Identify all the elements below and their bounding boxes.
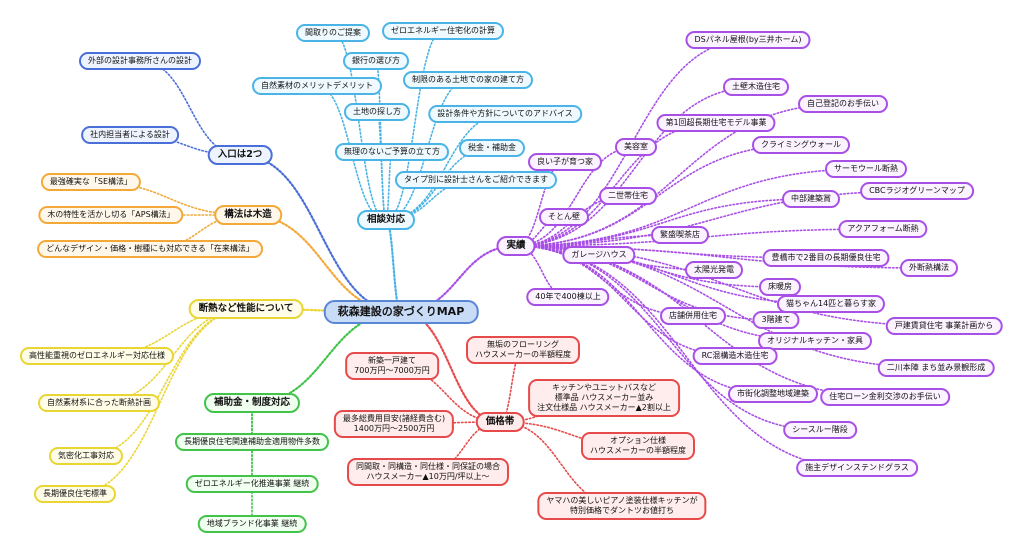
connector-line — [515, 144, 802, 247]
consult-item[interactable]: 設計条件や方針についてのアドバイス — [428, 105, 582, 123]
price-item[interactable]: オプション仕様ハウスメーカーの半額程度 — [581, 432, 695, 460]
branch-price[interactable]: 価格帯 — [475, 412, 525, 432]
connector-line — [515, 245, 777, 321]
subsidy-item[interactable]: 長期優良住宅関連補助金適用物件多数 — [175, 433, 329, 451]
subsidy-item[interactable]: 地域ブランド化事業 継続 — [197, 515, 307, 533]
connector-line — [385, 113, 506, 221]
result-item[interactable]: 3階建て — [752, 311, 800, 329]
result-item[interactable]: 繁盛喫茶店 — [651, 226, 709, 244]
result-item[interactable]: 市街化調整地域建築 — [728, 385, 818, 403]
branch-results[interactable]: 実績 — [496, 236, 536, 256]
consult-item[interactable]: 税金・補助金 — [459, 139, 525, 157]
result-item[interactable]: CBCラジオグリーンマップ — [860, 182, 974, 200]
branch-subsidy[interactable]: 補助金・制度対応 — [203, 393, 301, 413]
consult-item[interactable]: 制限のある土地での家の建て方 — [403, 71, 533, 89]
consult-item[interactable]: 自然素材のメリットデメリット — [252, 77, 382, 95]
performance-item[interactable]: 長期優良住宅標準 — [34, 485, 116, 503]
result-item[interactable]: DSパネル屋根(by三井ホーム) — [685, 31, 811, 49]
result-item[interactable]: そとん壁 — [539, 208, 589, 226]
consult-item[interactable]: 間取りのご提案 — [296, 24, 370, 42]
price-item[interactable]: キッチンやユニットバスなど標準品 ハウスメーカー並み注文仕様品 ハウスメーカー▲… — [528, 379, 680, 417]
price-item[interactable]: 無垢のフローリングハウスメーカーの半額程度 — [466, 336, 580, 364]
connector-line — [376, 111, 387, 221]
price-item[interactable]: 最多総費用目安(諸経費含む)1400万円〜2500万円 — [333, 410, 455, 438]
center-node[interactable]: 萩森建設の家づくりMAP — [323, 300, 479, 324]
result-item[interactable]: 土壁木造住宅 — [723, 78, 789, 96]
price-item[interactable]: 同間取・同構造・同仕様・同保証の場合ハウスメーカー▲10万円/坪以上〜 — [347, 458, 509, 486]
result-item[interactable]: 外断熱構法 — [900, 259, 958, 277]
result-item[interactable]: 美容室 — [615, 138, 657, 156]
connector-line — [515, 228, 884, 247]
result-item[interactable]: サーモウール断熱 — [825, 160, 907, 178]
result-item[interactable]: シースルー階段 — [783, 421, 857, 439]
result-item[interactable]: 40年で400棟以上 — [526, 288, 610, 306]
connector-line — [238, 153, 403, 314]
result-item[interactable]: 床暖房 — [759, 278, 801, 296]
connector-line — [515, 122, 717, 247]
connector-line — [515, 245, 774, 395]
branch-performance[interactable]: 断熱など性能について — [188, 299, 304, 319]
result-item[interactable]: 第1回超長期住宅モデル事業 — [656, 114, 776, 132]
result-item[interactable]: 太陽光発電 — [685, 261, 743, 279]
result-item[interactable]: 豊橋市で2番目の長期優良住宅 — [762, 249, 890, 267]
result-item[interactable]: 猫ちゃん14匹と暮らす家 — [776, 295, 886, 313]
result-item[interactable]: 二川本陣 まち並み景観形成 — [877, 359, 995, 377]
structure-item[interactable]: どんなデザイン・価格・樹種にも対応できる「在来構法」 — [37, 240, 263, 258]
result-item[interactable]: 良い子が育つ家 — [528, 153, 602, 171]
result-item[interactable]: 店舗併用住宅 — [660, 307, 726, 325]
result-item[interactable]: クライミングウォール — [752, 136, 850, 154]
performance-item[interactable]: 気密化工事対応 — [49, 447, 123, 465]
result-item[interactable]: オリジナルキッチン・家具 — [758, 332, 872, 350]
entrance-item[interactable]: 外部の設計事務所さんの設計 — [79, 52, 201, 70]
consult-item[interactable]: タイプ別に設計士さんをご紹介できます — [395, 171, 557, 189]
result-item[interactable]: 自己登記のお手伝い — [798, 95, 888, 113]
result-item[interactable]: 施主デザインステンドグラス — [796, 459, 918, 477]
performance-item[interactable]: 自然素材系に合った断熱計画 — [38, 394, 160, 412]
result-item[interactable]: アクアフォーム断熱 — [838, 220, 928, 238]
result-item[interactable]: 中部建築賞 — [782, 190, 840, 208]
connector-line — [515, 168, 867, 247]
consult-item[interactable]: ゼロエネルギー住宅化の計算 — [382, 22, 504, 40]
connector-line — [515, 190, 918, 247]
connector-line — [515, 198, 812, 247]
connector-line — [384, 218, 403, 314]
consult-item[interactable]: 銀行の選び方 — [343, 52, 409, 70]
result-item[interactable]: RC混構造木造住宅 — [692, 347, 778, 365]
result-item[interactable]: 戸建賃貸住宅 事業計画から — [885, 317, 1003, 335]
result-item[interactable]: 住宅ローン金利交渉のお手伝い — [820, 388, 950, 406]
result-item[interactable]: 二世帯住宅 — [599, 187, 657, 205]
structure-item[interactable]: 木の特性を活かし切る「APS構法」 — [38, 206, 184, 224]
consult-item[interactable]: 土地の探し方 — [344, 103, 410, 121]
subsidy-item[interactable]: ゼロエネルギー化推進事業 継続 — [185, 475, 319, 493]
performance-item[interactable]: 高性能重視のゼロエネルギー対応仕様 — [20, 347, 174, 365]
branch-entrance[interactable]: 入口は2つ — [207, 145, 273, 165]
branch-structure[interactable]: 構法は木造 — [214, 205, 282, 225]
connector-line — [515, 245, 937, 369]
consult-item[interactable]: 無理のないご予算の立て方 — [335, 143, 449, 161]
branch-consult[interactable]: 相談対応 — [356, 210, 416, 230]
structure-item[interactable]: 最強確実な「SE構法」 — [40, 173, 142, 191]
entrance-item[interactable]: 社内担当者による設計 — [81, 126, 179, 144]
price-item[interactable]: ヤマハの美しいピアノ塗装仕様キッチンが特別価格でダントツお値打ち — [537, 492, 707, 520]
result-item[interactable]: ガレージハウス — [562, 246, 636, 264]
